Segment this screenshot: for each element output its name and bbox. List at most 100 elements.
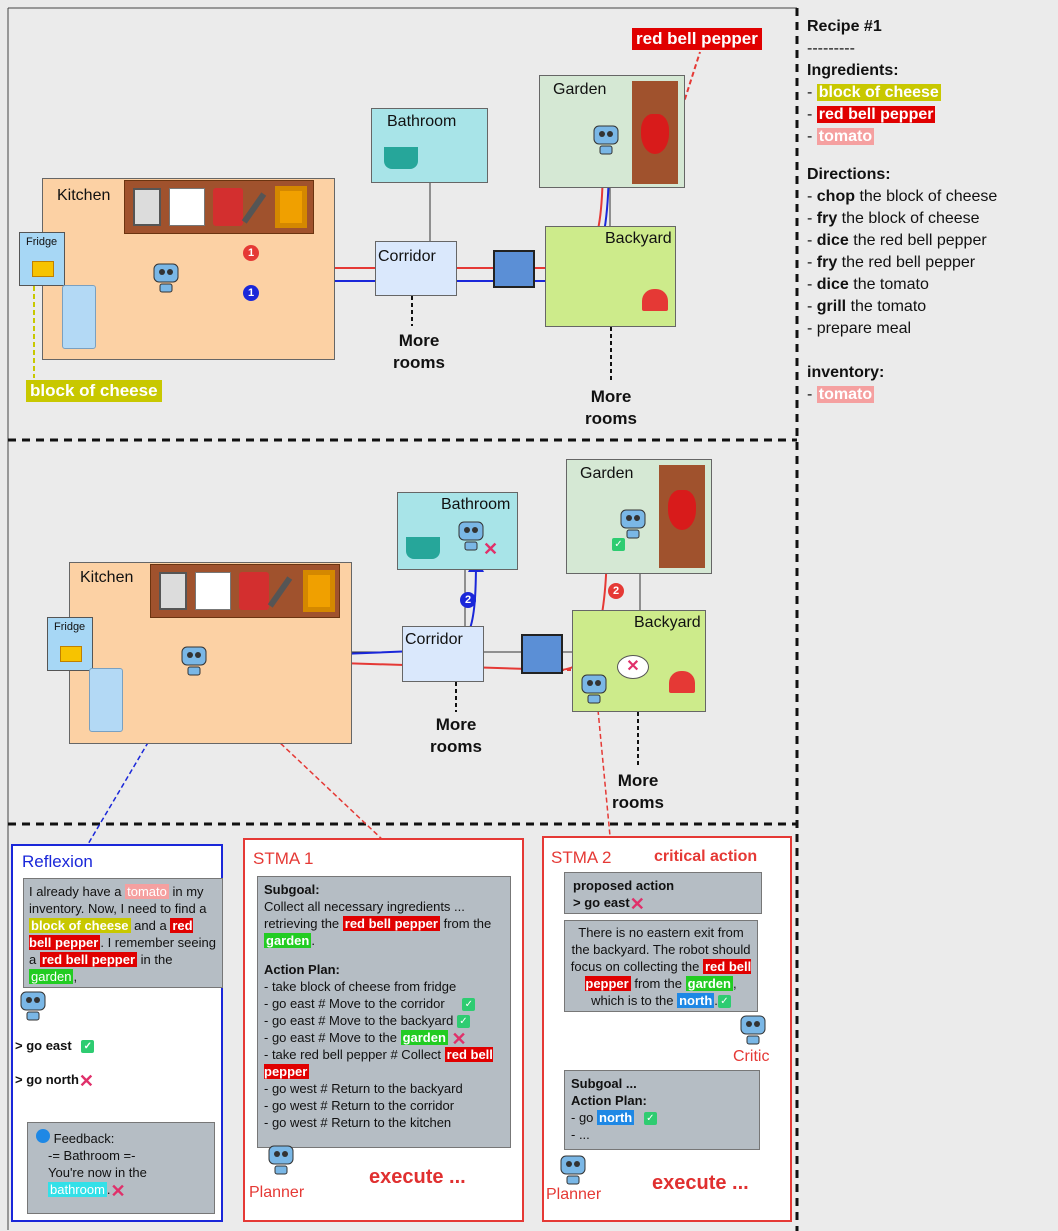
knife-icon bbox=[267, 576, 293, 608]
bathroom-room-2: Bathroom bbox=[397, 492, 518, 570]
critic-label: Critic bbox=[733, 1048, 770, 1065]
bathroom-label: Bathroom bbox=[441, 496, 511, 513]
robot-icon bbox=[267, 1144, 295, 1176]
direction-item: - dice the red bell pepper bbox=[807, 232, 987, 249]
fail-x-icon: ✕ bbox=[483, 539, 499, 559]
ingredient-pepper: red bell pepper bbox=[816, 106, 936, 123]
door-icon bbox=[493, 250, 535, 288]
step-1-blue-marker: 1 bbox=[243, 285, 259, 301]
fridge-label: Fridge bbox=[26, 236, 58, 248]
critical-action-label: critical action bbox=[654, 848, 758, 865]
recipe-title: Recipe #1 bbox=[807, 18, 882, 35]
check-icon: ✓ bbox=[643, 1112, 657, 1126]
check-icon: ✓ bbox=[81, 1040, 95, 1054]
reflexion-cmd-east: > go east ✓ bbox=[15, 1038, 95, 1054]
red-pepper-icon bbox=[668, 490, 696, 530]
step-2-red-marker: 2 bbox=[608, 583, 624, 599]
direction-item: - dice the tomato bbox=[807, 276, 929, 293]
grill-icon bbox=[642, 289, 668, 311]
fail-x-icon: ✕ bbox=[451, 1028, 467, 1049]
stma2-title: STMA 2 bbox=[551, 848, 612, 867]
cutting-board-icon bbox=[275, 186, 307, 228]
backyard-label: Backyard bbox=[634, 614, 701, 631]
corridor-room-2: Corridor bbox=[402, 626, 484, 682]
bathroom-room-1: Bathroom bbox=[371, 108, 488, 183]
cheese-icon bbox=[60, 646, 82, 662]
more-rooms-label: More rooms bbox=[585, 387, 637, 428]
fail-x-icon: ✕ bbox=[629, 893, 645, 914]
fridge-label: Fridge bbox=[54, 621, 86, 633]
stma1-plan-bubble: Subgoal: Collect all necessary ingredien… bbox=[257, 876, 511, 1148]
check-icon: ✓ bbox=[717, 995, 731, 1009]
planner-label: Planner bbox=[249, 1184, 305, 1201]
check-icon: ✓ bbox=[456, 1015, 470, 1029]
ingredient-item: - block of cheese bbox=[807, 84, 941, 101]
direction-item: - fry the red bell pepper bbox=[807, 254, 976, 271]
cookbook-icon bbox=[213, 188, 243, 226]
stove-icon bbox=[195, 572, 231, 610]
execute-label: execute ... bbox=[369, 1166, 466, 1188]
robot-icon bbox=[19, 990, 47, 1022]
bathtub-icon bbox=[384, 147, 418, 169]
garden-label: Garden bbox=[580, 465, 634, 482]
planner-label: Planner bbox=[546, 1186, 602, 1203]
direction-item: - chop the block of cheese bbox=[807, 188, 998, 205]
ingredients-header: Ingredients: bbox=[807, 62, 899, 79]
robot-icon bbox=[152, 262, 180, 294]
cheese-icon bbox=[32, 261, 54, 277]
feedback-box: Feedback: -= Bathroom =- You're now in t… bbox=[27, 1122, 215, 1214]
garden-label: Garden bbox=[553, 81, 607, 98]
more-rooms-label: More rooms bbox=[430, 715, 482, 756]
garden-room-1: Garden bbox=[539, 75, 685, 188]
backyard-room-1: Backyard bbox=[545, 226, 676, 327]
bathroom-label: Bathroom bbox=[387, 113, 457, 130]
robot-icon bbox=[592, 124, 620, 156]
more-rooms-label: More rooms bbox=[612, 771, 664, 812]
corridor-room-1: Corridor bbox=[375, 241, 457, 296]
knife-icon bbox=[241, 192, 267, 224]
recipe-panel: Recipe #1 --------- Ingredients: - block… bbox=[807, 16, 1052, 406]
robot-icon bbox=[559, 1154, 587, 1186]
bathtub-icon bbox=[406, 537, 440, 559]
reflexion-panel: Reflexion I already have a tomato in my … bbox=[11, 844, 223, 1222]
stma1-title: STMA 1 bbox=[253, 849, 314, 868]
robot-icon bbox=[619, 508, 647, 540]
kitchen-label: Kitchen bbox=[57, 187, 111, 204]
grill-icon bbox=[669, 671, 695, 693]
oven-icon bbox=[159, 572, 187, 610]
cutting-board-icon bbox=[303, 570, 335, 612]
door-icon bbox=[521, 634, 563, 674]
recipe-divider: --------- bbox=[807, 40, 855, 57]
ingredient-item: - tomato bbox=[807, 128, 875, 145]
kitchen-appliances-shelf bbox=[124, 180, 314, 234]
step-2-blue-marker: 2 bbox=[460, 592, 476, 608]
fridge-bubble: Fridge bbox=[19, 232, 65, 286]
reflexion-thought-bubble: I already have a tomato in my inventory.… bbox=[23, 878, 223, 988]
fridge-bubble: Fridge bbox=[47, 617, 93, 671]
robot-icon bbox=[580, 673, 608, 705]
inventory-item: - tomato bbox=[807, 386, 875, 403]
kitchen-label: Kitchen bbox=[80, 569, 134, 586]
execute-label: execute ... bbox=[652, 1172, 749, 1194]
cheese-callout: block of cheese bbox=[26, 380, 162, 402]
stove-icon bbox=[169, 188, 205, 226]
fridge-icon bbox=[89, 668, 123, 732]
fridge-icon bbox=[62, 285, 96, 349]
critic-bubble: There is no eastern exit from the backya… bbox=[564, 920, 758, 1012]
robot-icon bbox=[739, 1014, 767, 1046]
more-rooms-label: More rooms bbox=[393, 331, 445, 372]
robot-icon bbox=[457, 520, 485, 552]
corridor-label: Corridor bbox=[378, 248, 436, 265]
stma1-panel: STMA 1 Subgoal: Collect all necessary in… bbox=[243, 838, 524, 1222]
backyard-label: Backyard bbox=[605, 230, 672, 247]
proposed-action-box: proposed action > go east✕ bbox=[564, 872, 762, 914]
fail-x-icon: ✕ bbox=[78, 1070, 95, 1091]
stma2-panel: STMA 2 critical action proposed action >… bbox=[542, 836, 792, 1222]
direction-item: - prepare meal bbox=[807, 320, 912, 337]
cookbook-icon bbox=[239, 572, 269, 610]
corridor-label: Corridor bbox=[405, 631, 463, 648]
step-1-red-marker: 1 bbox=[243, 245, 259, 261]
check-icon: ✓ bbox=[462, 998, 476, 1012]
directions-header: Directions: bbox=[807, 166, 891, 183]
ingredient-tomato: tomato bbox=[816, 128, 875, 145]
